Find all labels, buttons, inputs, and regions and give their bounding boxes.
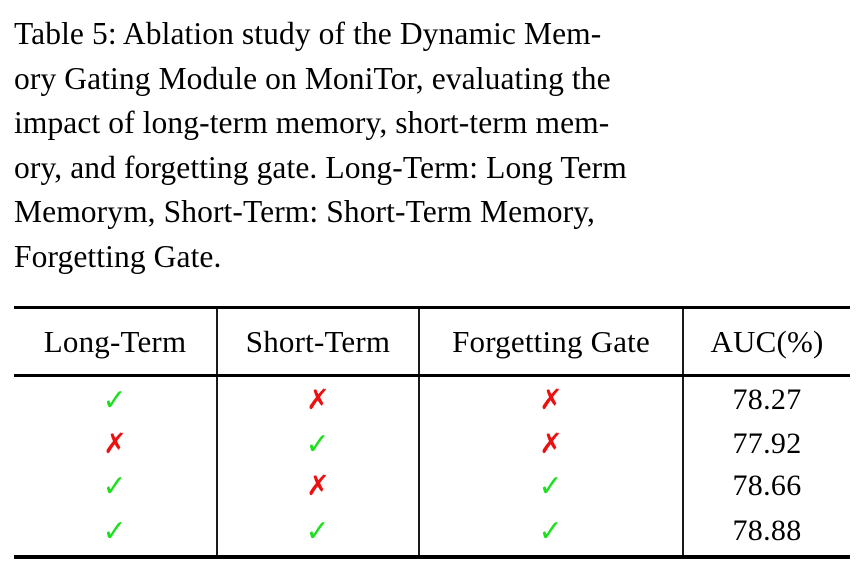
cell-short-term: ✗ xyxy=(216,465,419,507)
check-icon: ✓ xyxy=(306,427,330,463)
ablation-table-body-grid: ✓ ✗ ✗ 78.27 ✗ ✓ ✗ 77.92 ✓ ✗ ✓ 78.66 xyxy=(14,377,850,555)
cell-long-term: ✓ xyxy=(14,507,217,555)
ablation-table: Long-Term Short-Term Forgetting Gate AUC… xyxy=(14,306,850,559)
table-header-row: Long-Term Short-Term Forgetting Gate AUC… xyxy=(14,309,850,374)
auc-value: 78.27 xyxy=(732,383,802,416)
cross-icon: ✗ xyxy=(306,469,330,503)
caption-line-5: Memorym, Short-Term: Short-Term Memory, xyxy=(14,194,595,229)
caption-line-3: impact of long-term memory, short-term m… xyxy=(14,105,610,140)
caption-line-6: Forgetting Gate. xyxy=(14,238,222,274)
cell-forgetting-gate: ✗ xyxy=(418,377,683,423)
column-header-short-term: Short-Term xyxy=(216,309,419,374)
ablation-table-grid: Long-Term Short-Term Forgetting Gate AUC… xyxy=(14,309,850,374)
check-icon: ✓ xyxy=(103,514,127,550)
cross-icon: ✗ xyxy=(306,383,330,417)
caption-line-4: ory, and forgetting gate. Long-Term: Lon… xyxy=(14,149,627,185)
auc-value: 77.92 xyxy=(732,427,802,460)
auc-value: 78.66 xyxy=(732,469,802,502)
cell-forgetting-gate: ✗ xyxy=(418,423,683,465)
cell-auc: 77.92 xyxy=(682,423,850,465)
cell-auc: 78.27 xyxy=(682,377,850,423)
table-row: ✓ ✗ ✗ 78.27 xyxy=(14,377,850,423)
column-header-long-term: Long-Term xyxy=(43,324,187,359)
cell-long-term: ✗ xyxy=(14,423,217,465)
cell-short-term: ✗ xyxy=(216,377,419,423)
cell-long-term: ✓ xyxy=(14,465,217,507)
check-icon: ✓ xyxy=(306,514,330,550)
column-header-auc: AUC(%) xyxy=(682,309,850,374)
caption-line-1: Table 5: Ablation study of the Dynamic M… xyxy=(14,16,602,51)
table-row: ✓ ✗ ✓ 78.66 xyxy=(14,465,850,507)
table-header: Long-Term Short-Term Forgetting Gate AUC… xyxy=(14,309,850,374)
cell-forgetting-gate: ✓ xyxy=(418,507,683,555)
cell-auc: 78.88 xyxy=(682,507,850,555)
table-header-rule xyxy=(14,374,850,377)
cross-icon: ✗ xyxy=(103,427,127,461)
cell-long-term: ✓ xyxy=(14,377,217,423)
check-icon: ✓ xyxy=(103,469,127,505)
table-row: ✗ ✓ ✗ 77.92 xyxy=(14,423,850,465)
table-caption: Table 5: Ablation study of the Dynamic M… xyxy=(14,12,824,279)
cross-icon: ✗ xyxy=(539,383,563,417)
table-body: ✓ ✗ ✗ 78.27 ✗ ✓ ✗ 77.92 ✓ ✗ ✓ 78.66 xyxy=(14,377,850,555)
table-bottom-rule xyxy=(14,555,850,559)
cell-short-term: ✓ xyxy=(216,423,419,465)
caption-line-2: ory Gating Module on MoniTor, evaluating… xyxy=(14,60,611,96)
table-top-rule xyxy=(14,306,850,309)
table-row: ✓ ✓ ✓ 78.88 xyxy=(14,507,850,555)
cell-auc: 78.66 xyxy=(682,465,850,507)
cell-short-term: ✓ xyxy=(216,507,419,555)
check-icon: ✓ xyxy=(539,514,563,550)
cell-forgetting-gate: ✓ xyxy=(418,465,683,507)
cross-icon: ✗ xyxy=(539,427,563,461)
auc-value: 78.88 xyxy=(732,514,802,547)
check-icon: ✓ xyxy=(539,469,563,505)
column-header-forgetting-gate: Forgetting Gate xyxy=(418,309,683,374)
check-icon: ✓ xyxy=(103,383,127,419)
